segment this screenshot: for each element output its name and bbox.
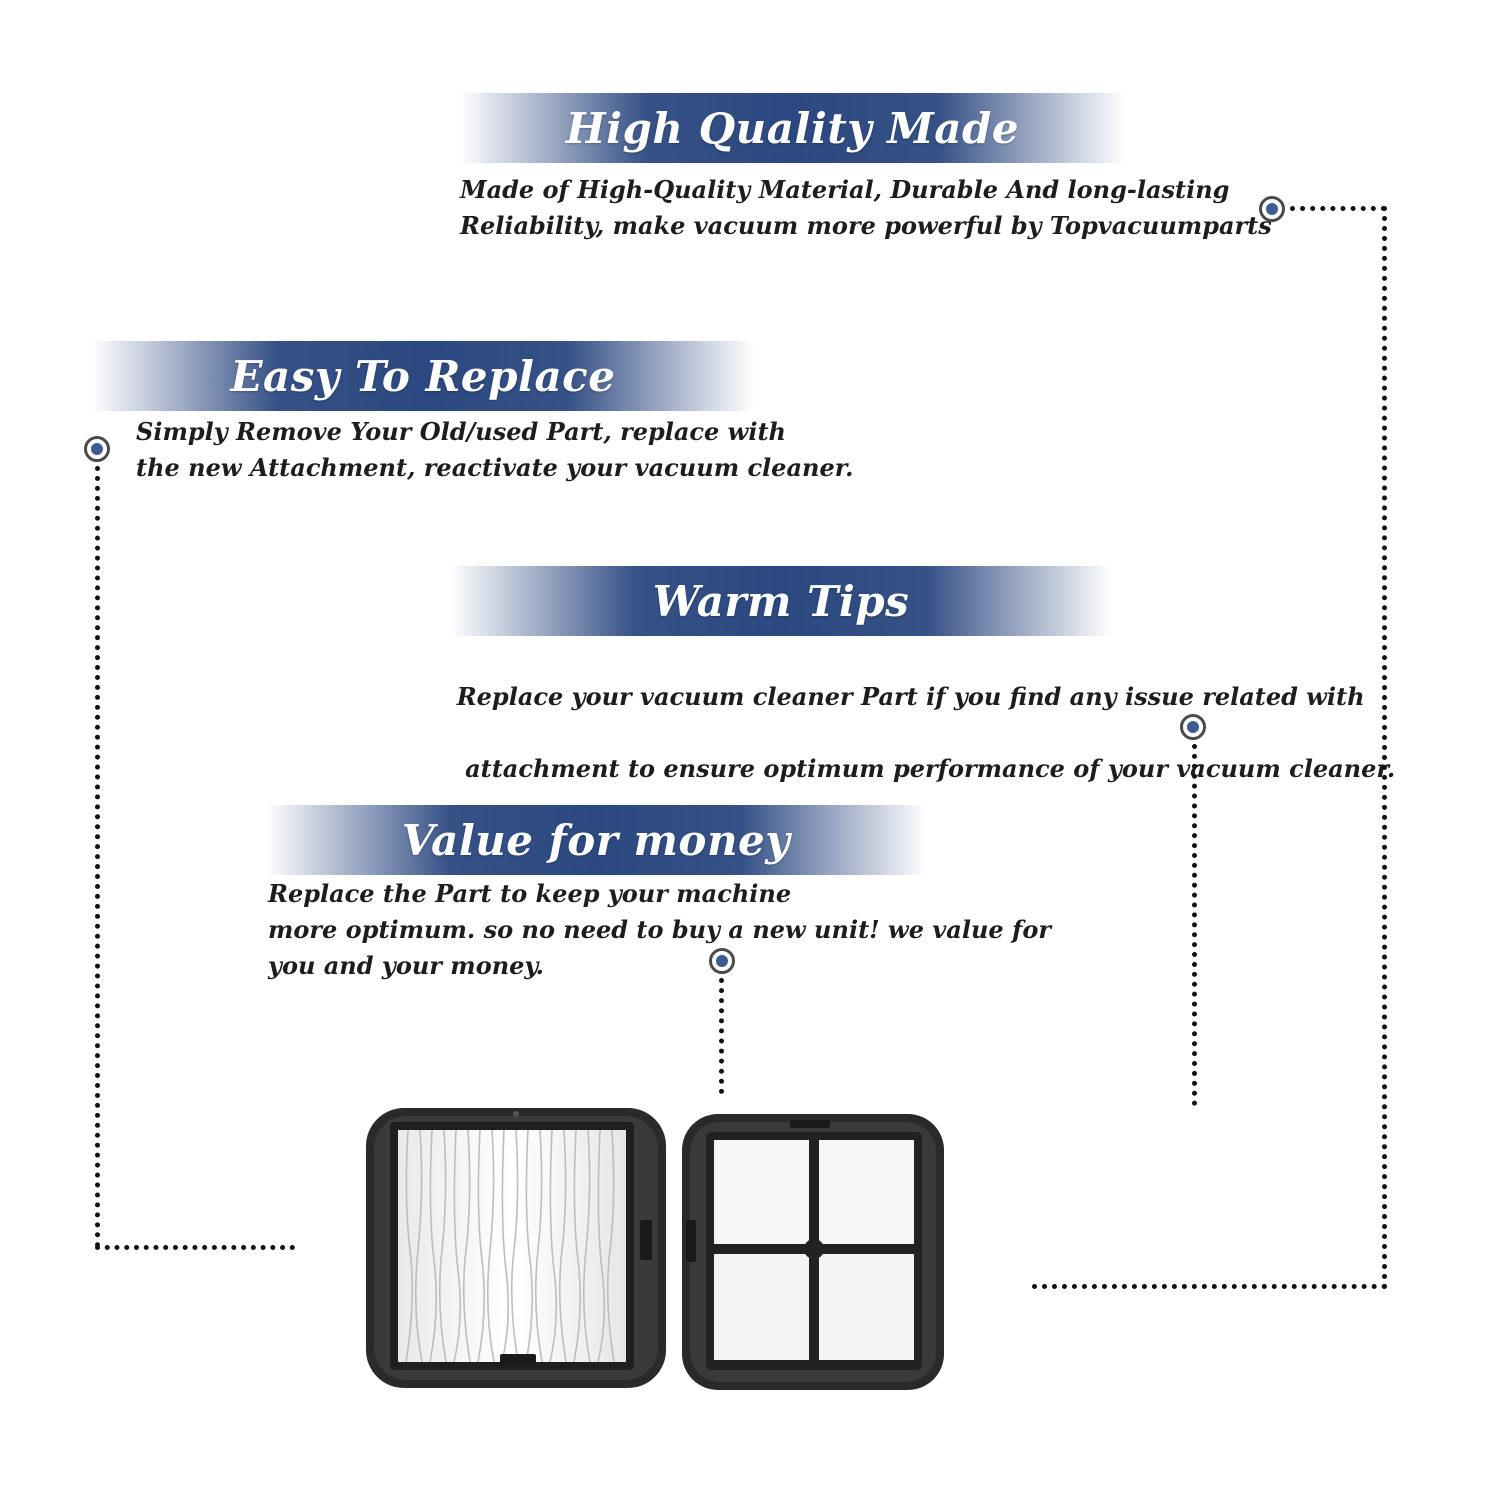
pleated-hepa-filter-image <box>366 1108 666 1388</box>
bullet-dot-icon <box>1259 196 1285 222</box>
desc-warm-tips: Replace your vacuum cleaner Part if you … <box>440 643 1395 787</box>
leader-line <box>1382 206 1387 1290</box>
banner-high-quality-made: High Quality Made <box>460 93 1125 163</box>
desc-line: you and your money. <box>268 951 544 980</box>
desc-line: Simply Remove Your Old/used Part, replac… <box>136 417 786 446</box>
banner-title: High Quality Made <box>565 103 1020 153</box>
desc-line: Replace your vacuum cleaner Part if you … <box>456 682 1365 711</box>
leader-line <box>95 1245 295 1250</box>
desc-line: Reliability, make vacuum more powerful b… <box>460 211 1272 240</box>
banner-title: Easy To Replace <box>230 351 616 401</box>
foam-filter-frame-image <box>682 1114 944 1390</box>
bullet-dot-icon <box>84 436 110 462</box>
desc-high-quality-made: Made of High-Quality Material, Durable A… <box>460 172 1272 244</box>
leader-line <box>95 466 100 1248</box>
desc-line: the new Attachment, reactivate your vacu… <box>136 453 854 482</box>
desc-line: more optimum. so no need to buy a new un… <box>268 915 1051 944</box>
leader-line <box>719 978 724 1094</box>
banner-warm-tips: Warm Tips <box>450 566 1112 636</box>
desc-easy-to-replace: Simply Remove Your Old/used Part, replac… <box>136 414 854 486</box>
leader-line <box>1290 206 1386 211</box>
desc-line: Replace the Part to keep your machine <box>268 879 792 908</box>
desc-value-for-money: Replace the Part to keep your machine mo… <box>268 876 1051 984</box>
banner-title: Warm Tips <box>652 576 910 626</box>
banner-easy-to-replace: Easy To Replace <box>92 341 754 411</box>
leader-line <box>1032 1284 1387 1289</box>
desc-line: attachment to ensure optimum performance… <box>456 754 1396 783</box>
product-filters-image <box>366 1108 944 1390</box>
leader-line <box>1192 744 1197 1106</box>
bullet-dot-icon <box>709 948 735 974</box>
banner-value-for-money: Value for money <box>265 805 927 875</box>
desc-line: Made of High-Quality Material, Durable A… <box>460 175 1230 204</box>
banner-title: Value for money <box>401 815 791 865</box>
bullet-dot-icon <box>1180 714 1206 740</box>
